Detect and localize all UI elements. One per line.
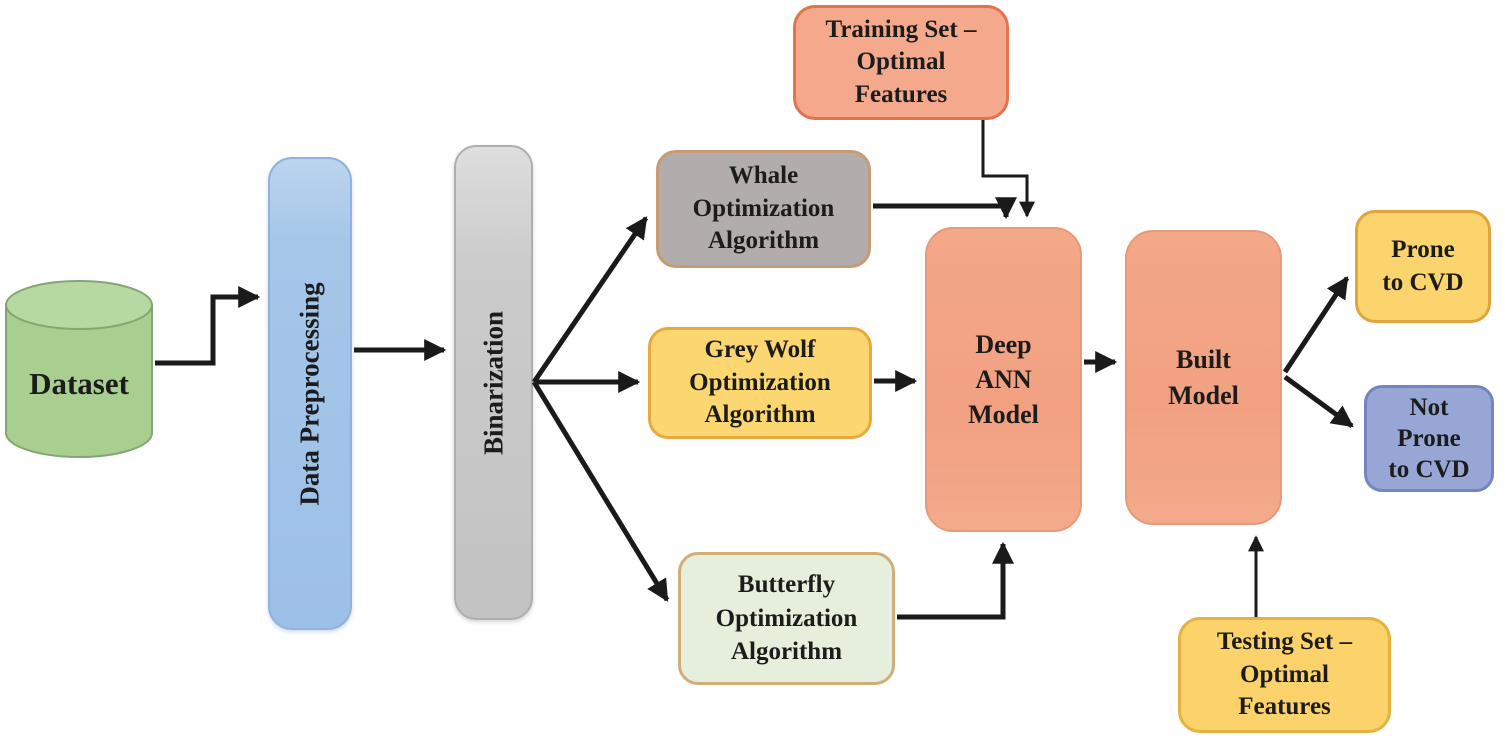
deep-ann-label-line2: ANN [975, 364, 1032, 394]
built-model-label-line1: Built [1176, 345, 1231, 375]
node-training-set: Training Set – Optimal Features [793, 5, 1009, 120]
node-deep-ann-model: Deep ANN Model [925, 227, 1082, 532]
arrow-whale-to-deepann [873, 197, 1018, 220]
testing-set-label-line2: Optimal [1240, 660, 1329, 688]
binarization-label: Binarization [478, 310, 508, 455]
whale-label-line1: Whale [728, 162, 799, 190]
butterfly-label-line2: Optimization [715, 604, 858, 632]
node-grey-wolf-optimization: Grey Wolf Optimization Algorithm [648, 327, 872, 439]
arrow-dataset-to-preprocessing [155, 285, 261, 366]
node-butterfly-optimization: Butterfly Optimization Algorithm [678, 552, 895, 685]
not-prone-cvd-label-line2: Prone [1397, 424, 1461, 452]
not-prone-cvd-label-line1: Not [1409, 393, 1449, 421]
dataset-label: Dataset [29, 366, 129, 401]
training-set-label-line2: Optimal [856, 48, 946, 76]
whale-label-line2: Optimization [692, 194, 835, 222]
deep-ann-label-line3: Model [968, 400, 1039, 430]
built-model-label-line2: Model [1168, 380, 1239, 410]
node-prone-to-cvd: Prone to CVD [1355, 210, 1491, 323]
arrow-builtmodel-to-notprone [1283, 374, 1354, 429]
not-prone-cvd-label-line3: to CVD [1388, 456, 1470, 484]
grey-wolf-label-line2: Optimization [689, 368, 831, 396]
grey-wolf-label-line3: Algorithm [704, 401, 816, 429]
node-dataset: Dataset [3, 278, 155, 460]
arrow-builtmodel-to-prone [1282, 276, 1350, 374]
deep-ann-label-line1: Deep [975, 329, 1032, 359]
node-not-prone-to-cvd: Not Prone to CVD [1364, 385, 1494, 492]
butterfly-label-line3: Algorithm [730, 638, 843, 666]
grey-wolf-label-line1: Grey Wolf [704, 336, 816, 364]
testing-set-label-line3: Features [1238, 693, 1331, 721]
arrow-binarization-to-whale [531, 216, 649, 384]
butterfly-label-line1: Butterfly [737, 570, 836, 598]
training-set-label-line1: Training Set – [825, 15, 977, 43]
arrow-trainingset-to-deepann [981, 120, 1035, 218]
node-built-model: Built Model [1125, 230, 1282, 525]
prone-cvd-label-line2: to CVD [1382, 268, 1464, 296]
testing-set-label-line1: Testing Set – [1216, 628, 1353, 656]
prone-cvd-label-line1: Prone [1391, 236, 1455, 263]
node-binarization: Binarization [454, 145, 533, 620]
arrow-butterfly-to-deepann [897, 541, 1015, 620]
node-testing-set: Testing Set – Optimal Features [1178, 617, 1391, 733]
training-set-label-line3: Features [854, 80, 948, 108]
cylinder-shape-icon [5, 280, 153, 458]
data-preprocessing-label: Data Preprocessing [294, 281, 325, 506]
whale-label-line3: Algorithm [707, 227, 820, 255]
node-data-preprocessing: Data Preprocessing [268, 157, 352, 630]
node-whale-optimization: Whale Optimization Algorithm [656, 150, 871, 268]
